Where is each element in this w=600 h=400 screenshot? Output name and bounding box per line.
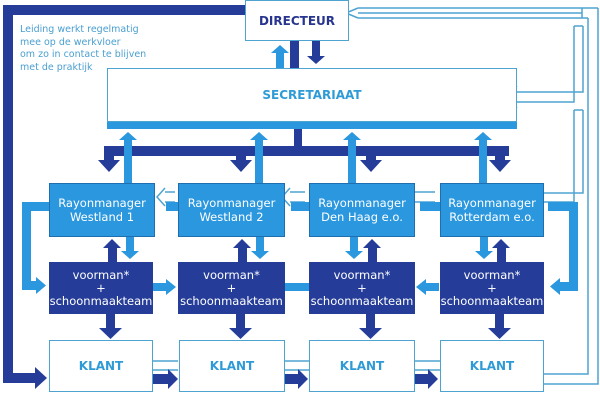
report-up-arrows — [119, 132, 492, 183]
secretariaat-box[interactable]: SECRETARIAAT — [107, 68, 517, 122]
directeur-label: DIRECTEUR — [258, 13, 336, 28]
director-secretariaat-arrows — [271, 40, 325, 68]
team-box[interactable]: voorman*+schoonmaakteam — [440, 262, 544, 314]
team-box[interactable]: voorman*+schoonmaakteam — [178, 262, 285, 314]
klant-box[interactable]: KLANT — [440, 340, 544, 392]
klant-box[interactable]: KLANT — [179, 340, 285, 392]
side-loops — [22, 202, 578, 295]
leadership-note: Leiding werkt regelmatig mee op de werkv… — [20, 24, 147, 73]
team-box[interactable]: voorman*+schoonmaakteam — [309, 262, 415, 314]
rm-team-arrows — [103, 236, 510, 262]
directeur-box[interactable]: DIRECTEUR — [245, 0, 349, 41]
klant-box[interactable]: KLANT — [49, 340, 153, 392]
klant-box[interactable]: KLANT — [309, 340, 415, 392]
team-box[interactable]: voorman*+schoonmaakteam — [49, 262, 153, 314]
team-klant-arrows — [99, 313, 511, 389]
secretariaat-base-bar — [107, 120, 517, 129]
leader-feedback-line — [3, 5, 245, 389]
secretariaat-label: SECRETARIAAT — [262, 88, 362, 102]
distribution-bus — [98, 129, 511, 172]
